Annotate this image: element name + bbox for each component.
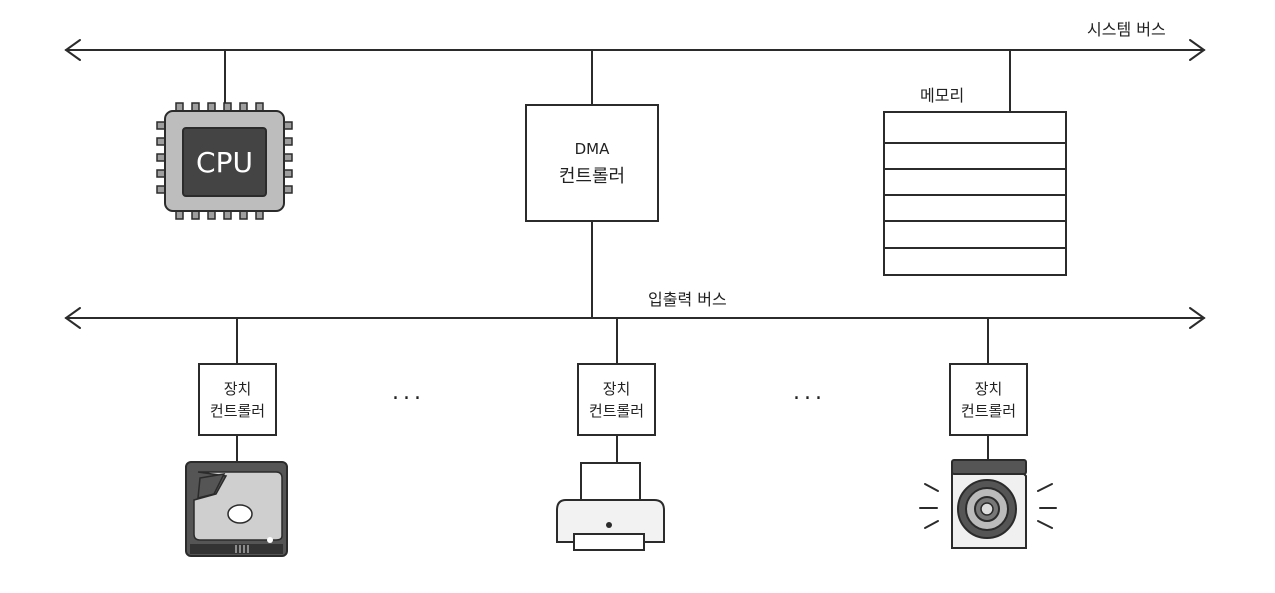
system-bus-label: 시스템 버스: [1087, 20, 1166, 39]
system-bus-arrow: [64, 39, 1206, 61]
device-controller-box: 장치 컨트롤러: [949, 363, 1028, 436]
memory-block: [883, 111, 1067, 276]
device-controller-label-line1: 장치: [602, 379, 631, 398]
io-bus-label: 입출력 버스: [648, 290, 727, 309]
speaker-icon: [919, 459, 1057, 549]
device-controller-label-line2: 컨트롤러: [960, 401, 1017, 420]
device-controller-label-line2: 컨트롤러: [209, 401, 266, 420]
device-controller-label-line1: 장치: [974, 379, 1003, 398]
device-controller-box: 장치 컨트롤러: [577, 363, 656, 436]
memory-label: 메모리: [920, 86, 965, 105]
device-controller-label-line2: 컨트롤러: [588, 401, 645, 420]
device-controller-box: 장치 컨트롤러: [198, 363, 277, 436]
io-bus-arrow: [64, 307, 1206, 329]
ellipsis: ...: [793, 380, 826, 405]
cpu-label: CPU: [196, 146, 253, 179]
dma-controller-label: 컨트롤러: [558, 166, 626, 187]
printer-icon: [556, 462, 665, 551]
device-controller-label-line1: 장치: [223, 379, 252, 398]
cpu-chip-icon: [156, 102, 293, 220]
dma-label: DMA: [574, 140, 610, 158]
ellipsis: ...: [392, 380, 425, 405]
hard-disk-icon: [185, 461, 288, 557]
dma-controller-box: DMA 컨트롤러: [525, 104, 659, 222]
